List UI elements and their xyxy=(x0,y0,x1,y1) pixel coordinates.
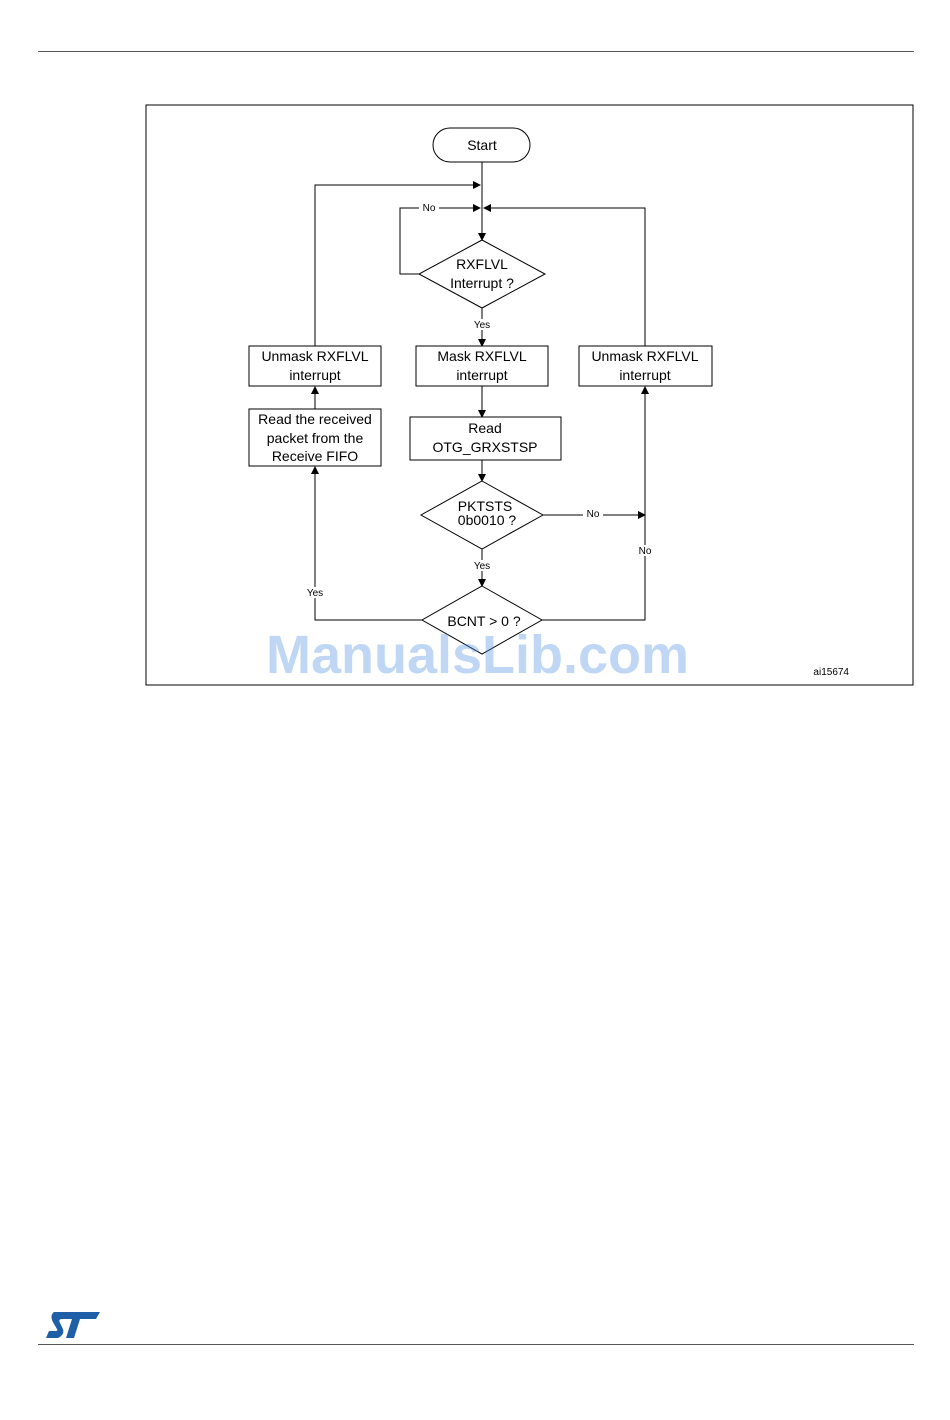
connector-bcnt-yes xyxy=(315,467,422,620)
mask-rxflvl-box: Mask RXFLVL interrupt xyxy=(416,346,548,386)
label-yes-rxflvl: Yes xyxy=(474,320,490,331)
start-label: Start xyxy=(467,137,497,153)
unmask-left-box: Unmask RXFLVL interrupt xyxy=(249,346,381,386)
pktsts-decision: PKTSTS 0b0010 ? xyxy=(421,481,543,549)
start-node: Start xyxy=(433,128,530,162)
unmask-left-line1: Unmask RXFLVL xyxy=(261,348,368,364)
label-no-pktsts: No xyxy=(587,509,600,520)
rxflvl-decision-line1: RXFLVL xyxy=(456,256,508,272)
unmask-right-line2: interrupt xyxy=(619,367,670,383)
label-yes-pktsts: Yes xyxy=(474,561,490,572)
read-fifo-line1: Read the received xyxy=(258,411,372,427)
read-fifo-line2: packet from the xyxy=(267,430,364,446)
figure-frame xyxy=(146,105,913,685)
read-fifo-line3: Receive FIFO xyxy=(272,448,358,464)
unmask-right-box: Unmask RXFLVL interrupt xyxy=(579,346,712,386)
pktsts-decision-line2: 0b0010 ? xyxy=(458,512,517,528)
watermark: ManualsLib.com xyxy=(266,624,689,686)
unmask-left-line2: interrupt xyxy=(289,367,340,383)
rxflvl-decision: RXFLVL Interrupt ? xyxy=(419,240,545,308)
read-status-line2: OTG_GRXSTSP xyxy=(432,439,537,455)
read-status-box: Read OTG_GRXSTSP xyxy=(410,417,561,460)
unmask-right-line1: Unmask RXFLVL xyxy=(591,348,698,364)
label-no-loop: No xyxy=(423,203,436,214)
figure-reference: ai15674 xyxy=(813,667,849,678)
st-logo xyxy=(44,1310,102,1345)
label-yes-bcnt: Yes xyxy=(307,588,323,599)
read-fifo-box: Read the received packet from the Receiv… xyxy=(249,409,381,466)
read-status-line1: Read xyxy=(468,420,501,436)
rxflvl-decision-line2: Interrupt ? xyxy=(450,275,514,291)
mask-box-line2: interrupt xyxy=(456,367,507,383)
mask-box-line1: Mask RXFLVL xyxy=(437,348,526,364)
label-no-bcnt: No xyxy=(639,546,652,557)
